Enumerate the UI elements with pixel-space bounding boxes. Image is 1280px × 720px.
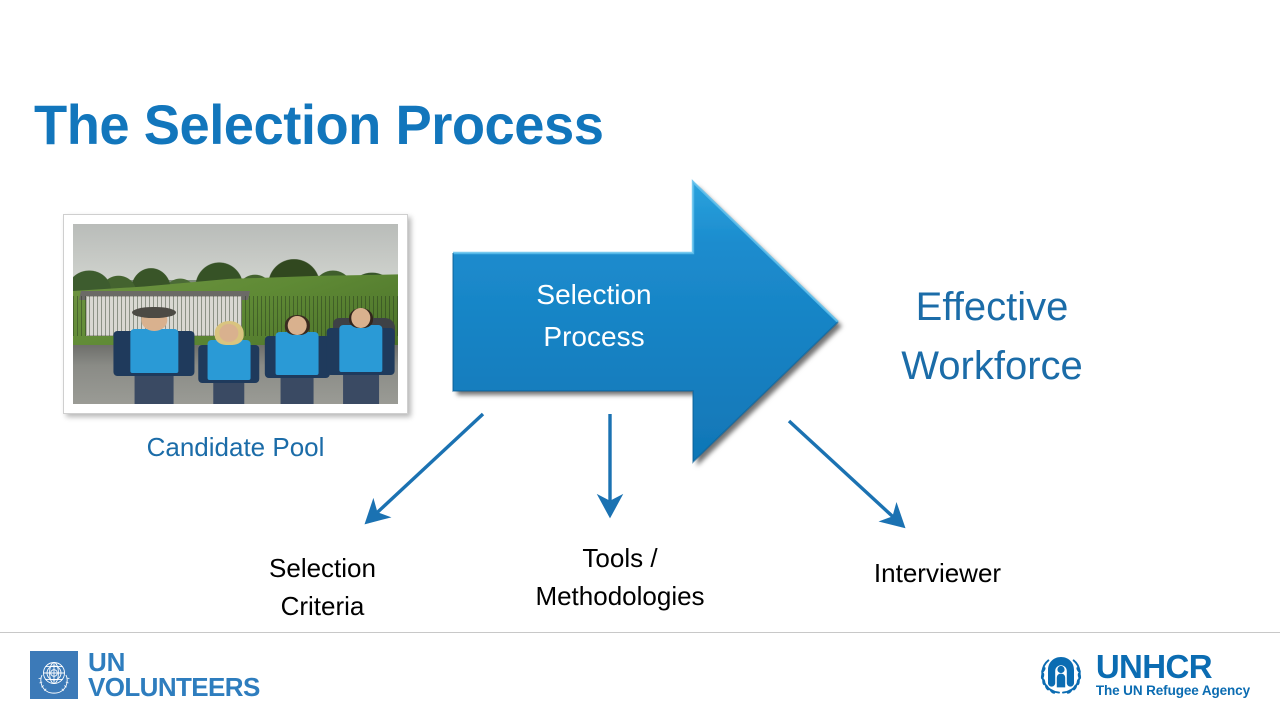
unhcr-emblem-svg	[1040, 657, 1081, 694]
un-emblem-icon	[30, 651, 78, 700]
factor-2-line-1: Interviewer	[873, 558, 1002, 588]
effective-workforce-label: Effective Workforce	[852, 278, 1132, 396]
un-emblem-svg	[38, 662, 70, 694]
unhcr-emblem-icon	[1035, 648, 1087, 700]
photo-person-3	[262, 278, 334, 404]
photo-person-4	[323, 271, 398, 404]
factor-label-tools-methodologies: Tools / Methodologies	[495, 540, 745, 615]
factor-0-line-2: Criteria	[280, 590, 365, 621]
photo-person-1	[112, 274, 197, 404]
block-arrow-icon	[452, 179, 839, 464]
unv-line-2: VOLUNTEERS	[88, 672, 260, 703]
factor-0-line-1: Selection	[269, 553, 376, 583]
factor-1-line-2: Methodologies	[535, 580, 705, 611]
unhcr-logo: UNHCR The UN Refugee Agency	[1035, 648, 1250, 700]
unv-line-1: UN	[88, 647, 126, 677]
un-volunteers-logo: UN VOLUNTEERS	[30, 647, 260, 703]
candidate-pool-photo	[73, 224, 398, 404]
selection-process-arrow: Selection Process	[444, 174, 848, 474]
footer-divider	[0, 632, 1280, 633]
page-title: The Selection Process	[34, 93, 604, 156]
unhcr-name: UNHCR	[1095, 648, 1213, 686]
outcome-line-1: Effective	[915, 285, 1069, 329]
outcome-line-2: Workforce	[901, 344, 1083, 389]
factor-label-selection-criteria: Selection Criteria	[200, 550, 445, 625]
candidate-pool-caption: Candidate Pool	[146, 432, 325, 462]
factor-1-line-1: Tools /	[582, 543, 658, 573]
photo-person-2	[193, 285, 265, 404]
unhcr-tagline: The UN Refugee Agency	[1095, 683, 1250, 699]
candidate-pool-photo-frame	[63, 214, 408, 414]
unhcr-wordmark: UNHCR The UN Refugee Agency	[1096, 650, 1250, 698]
un-volunteers-wordmark: UN VOLUNTEERS	[88, 647, 260, 703]
factor-label-interviewer: Interviewer	[815, 555, 1060, 593]
